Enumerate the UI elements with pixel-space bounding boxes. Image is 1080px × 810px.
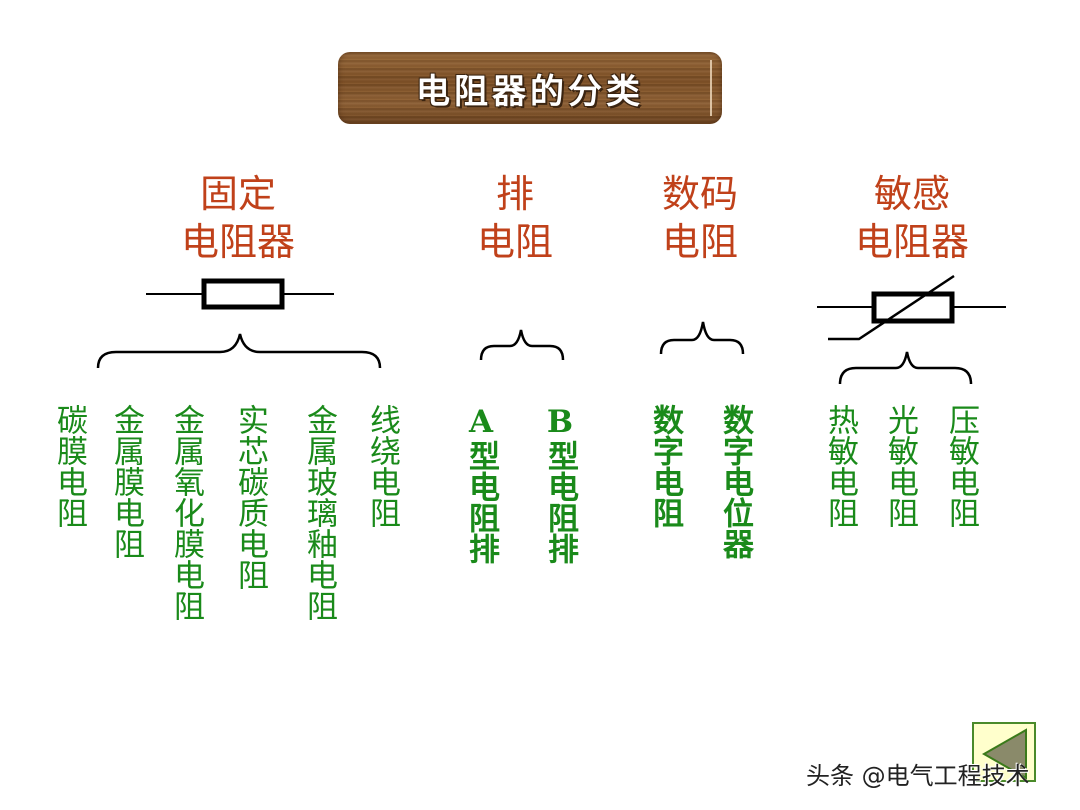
item-digital-potentiometer: 数字电位器 — [717, 404, 753, 559]
title-line: 排 — [495, 172, 534, 216]
item-wirewound: 线绕电阻 — [364, 404, 400, 528]
previous-slide-button[interactable] — [972, 722, 1036, 782]
item-solid-carbon: 实芯碳质电阻 — [232, 404, 268, 590]
brace-network — [479, 329, 565, 361]
page-title: 电阻器的分类 — [416, 71, 644, 112]
category-title-network: 排 电阻 — [460, 170, 570, 266]
variable-resistor-symbol-icon — [817, 274, 1006, 341]
item-metal-glaze: 金属玻璃釉电阻 — [301, 404, 337, 621]
watermark: 头条 @电气工程技术 — [806, 762, 1030, 790]
banner-edge — [710, 60, 712, 116]
title-line: 敏感 — [873, 172, 950, 216]
title-line: 数码 — [661, 172, 738, 216]
item-thermistor: 热敏电阻 — [822, 404, 858, 528]
brace-digital — [659, 321, 745, 355]
item-digital-resistor: 数字电阻 — [647, 404, 683, 528]
title-banner: 电阻器的分类 — [338, 52, 722, 124]
item-b-type-network: B型电阻排 — [542, 404, 578, 564]
item-metal-film: 金属膜电阻 — [108, 404, 144, 559]
item-metal-oxide-film: 金属氧化膜电阻 — [168, 404, 204, 621]
item-carbon-film: 碳膜电阻 — [51, 404, 87, 528]
brace-sensitive — [838, 351, 973, 385]
brace-fixed — [96, 333, 382, 369]
fixed-resistor-symbol-icon — [146, 278, 334, 310]
item-a-type-network: A型电阻排 — [463, 404, 499, 564]
category-title-fixed: 固定 电阻器 — [168, 170, 308, 266]
title-line: 电阻 — [661, 220, 738, 264]
triangle-left-icon — [981, 728, 1027, 780]
title-line: 电阻器 — [180, 220, 295, 264]
title-line: 电阻 — [476, 220, 553, 264]
title-line: 固定 — [199, 172, 276, 216]
title-line: 电阻器 — [854, 220, 969, 264]
item-photoresistor: 光敏电阻 — [882, 404, 918, 528]
item-varistor: 压敏电阻 — [943, 404, 979, 528]
category-title-digital: 数码 电阻 — [645, 170, 755, 266]
category-title-sensitive: 敏感 电阻器 — [842, 170, 982, 266]
